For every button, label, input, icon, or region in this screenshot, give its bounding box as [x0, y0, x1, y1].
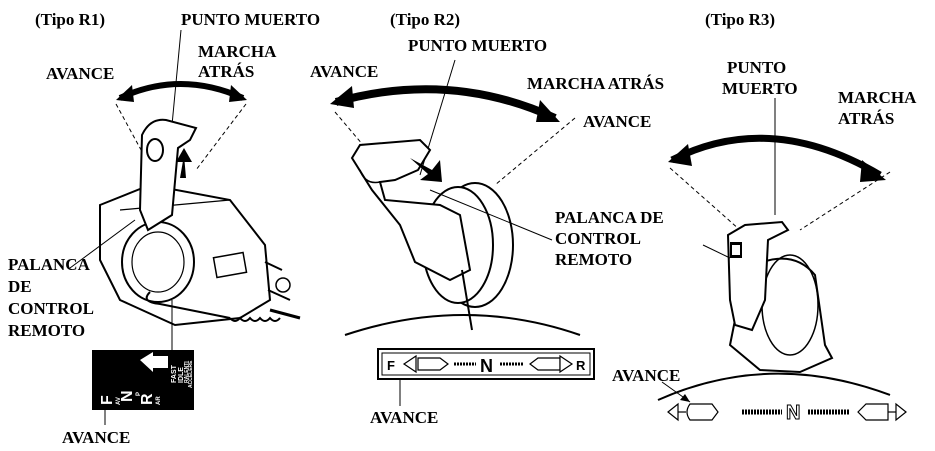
- r3-scale: N: [667, 402, 907, 425]
- r2-lever-label-3: REMOTO: [555, 250, 633, 269]
- r1-neutral-label: PUNTO MUERTO: [181, 10, 321, 29]
- r3-arc-arrow-left: [668, 144, 692, 166]
- r1-plate-ar: AR: [156, 396, 162, 405]
- r1-plate-av: AV: [116, 397, 122, 405]
- r3-neutral-label-1: PUNTO: [727, 58, 787, 77]
- r2-forward-right-label: AVANCE: [583, 112, 652, 131]
- r1-plate-accelere: ACCELERE: [188, 360, 194, 388]
- r1-reverse-label-1: MARCHA: [198, 42, 277, 61]
- r2-lever: [350, 138, 472, 282]
- r2-neutral-label: PUNTO MUERTO: [408, 36, 548, 55]
- r2-type-title: (Tipo R2): [390, 10, 461, 29]
- r3-diagram: N: [657, 98, 907, 425]
- r3-scale-forward-label: AVANCE: [612, 366, 681, 385]
- r3-type-title: (Tipo R3): [705, 10, 776, 29]
- r1-diagram: FAST IDLE RALENTI ACCELERE F AV N P R AR: [69, 29, 301, 425]
- r3-reverse-label-2: ATRÁS: [838, 109, 895, 128]
- r3-shift-arc: [670, 134, 882, 179]
- r2-scale-n: N: [480, 356, 493, 376]
- r1-plate-forward-label: AVANCE: [62, 428, 131, 447]
- r1-forward-label: AVANCE: [46, 64, 115, 83]
- r1-lever-label-3: CONTROL: [8, 299, 94, 318]
- r1-type-title: (Tipo R1): [35, 10, 106, 29]
- r1-plate-idle: IDLE: [178, 367, 185, 383]
- r2-scale-f: F: [387, 358, 395, 373]
- r2-diagram: F N R: [330, 59, 595, 406]
- r3-neutral-label-2: MUERTO: [722, 79, 798, 98]
- r2-lift-arrow: [410, 158, 442, 182]
- r1-arc-arrow-right: [229, 85, 247, 102]
- r1-arc-arrow-left: [116, 85, 134, 102]
- r2-arc-arrow-left: [330, 86, 354, 108]
- r2-lever-label-2: CONTROL: [555, 229, 641, 248]
- r1-plate-r: R: [139, 393, 156, 405]
- r1-shift-arc: [118, 81, 245, 101]
- r2-scale-forward-label: AVANCE: [370, 408, 439, 427]
- r3-lever: [726, 220, 790, 332]
- r1-plate-f: F: [99, 395, 116, 405]
- r1-plate-ralenti: RALENTI: [184, 361, 190, 383]
- r1-lever-label-2: DE: [8, 277, 32, 296]
- r3-reverse-label-1: MARCHA: [838, 88, 917, 107]
- r2-arc-arrow-right: [536, 100, 560, 122]
- r1-plate-fast: FAST: [171, 364, 178, 383]
- r1-reverse-label-2: ATRÁS: [198, 62, 255, 81]
- r1-lever-label-4: REMOTO: [8, 321, 86, 340]
- r3-arc-arrow-right: [860, 160, 886, 182]
- r3-scale-n: N: [786, 402, 800, 424]
- r2-forward-label: AVANCE: [310, 62, 379, 81]
- r2-scale-r: R: [576, 358, 586, 373]
- r1-hub: [121, 221, 195, 303]
- r2-lever-label-1: PALANCA DE: [555, 208, 664, 227]
- r1-plate-n: N: [119, 390, 136, 402]
- r1-plate-p: P: [136, 392, 142, 396]
- r1-coiled-wire: [145, 291, 281, 322]
- r2-reverse-label: MARCHA ATRÁS: [527, 74, 665, 93]
- r2-shift-arc: [334, 85, 557, 122]
- r1-lever-label-1: PALANCA: [8, 255, 90, 274]
